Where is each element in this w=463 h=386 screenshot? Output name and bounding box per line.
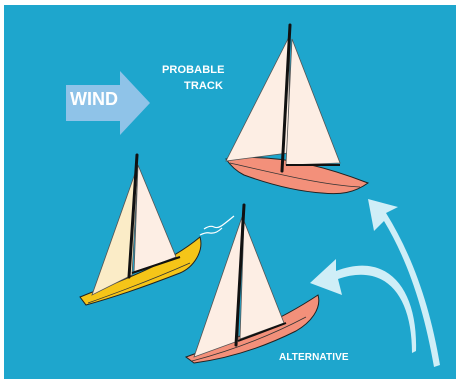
- wake-lines: [200, 216, 234, 235]
- track-arrow-right: [368, 199, 440, 367]
- diagram-graphics: [4, 5, 456, 379]
- diagram-canvas: WIND PROBABLE TRACK ALTERNATIVE: [4, 5, 456, 379]
- boat-yellow: [80, 155, 201, 305]
- track-arrow-left: [310, 259, 416, 353]
- probable-track-label-line1: PROBABLE: [162, 63, 225, 77]
- alternative-label: ALTERNATIVE: [279, 351, 349, 365]
- boat-probable-track: [226, 25, 368, 194]
- boat-alternative: [186, 205, 319, 363]
- wind-label: WIND: [70, 89, 118, 110]
- probable-track-label-line2: TRACK: [184, 79, 223, 93]
